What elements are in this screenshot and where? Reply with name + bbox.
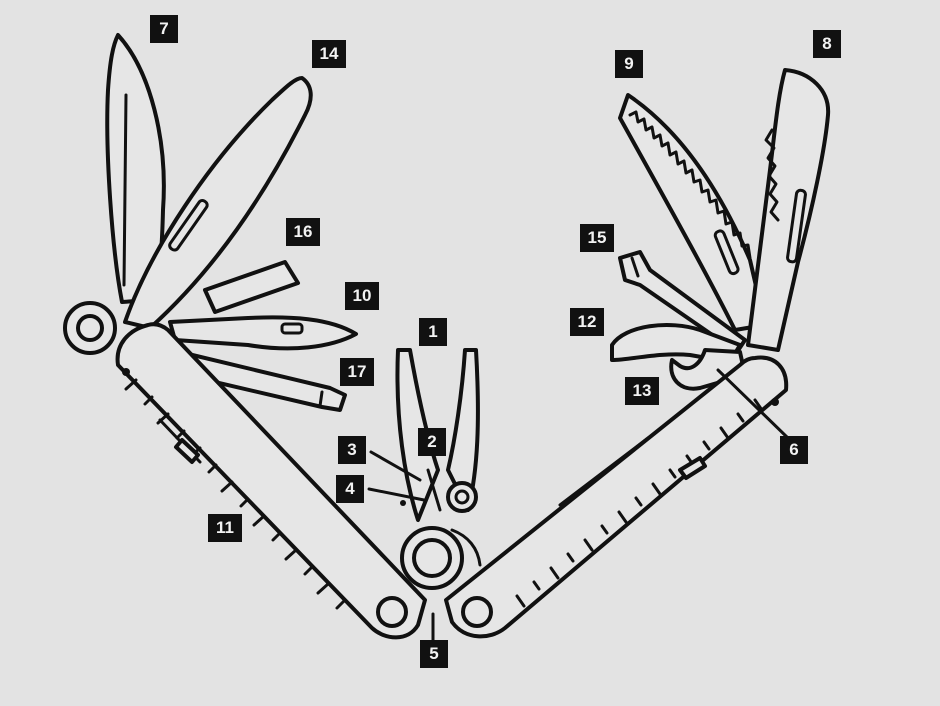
callout-16: 16 — [286, 218, 320, 246]
serrated-blade — [746, 68, 831, 352]
pointer-lines — [367, 368, 792, 642]
left-handle — [115, 322, 427, 640]
right-handle-ruler — [515, 398, 764, 608]
pivot-gear — [400, 526, 482, 590]
lanyard-ring — [63, 301, 117, 355]
pliers-jaws — [395, 348, 480, 522]
callout-1: 1 — [419, 318, 447, 346]
callout-10: 10 — [345, 282, 379, 310]
callout-7: 7 — [150, 15, 178, 43]
callout-14: 14 — [312, 40, 346, 68]
left-handle-ruler — [124, 378, 346, 610]
callout-15: 15 — [580, 224, 614, 252]
callout-6: 6 — [780, 436, 808, 464]
saw-blade — [618, 93, 767, 332]
file-tool — [203, 260, 300, 314]
scissors-tool — [168, 315, 358, 351]
callout-4: 4 — [336, 475, 364, 503]
second-blade — [123, 76, 313, 330]
callout-17: 17 — [340, 358, 374, 386]
callout-8: 8 — [813, 30, 841, 58]
callout-5: 5 — [420, 640, 448, 668]
callout-9: 9 — [615, 50, 643, 78]
callout-3: 3 — [338, 436, 366, 464]
right-handle — [444, 355, 789, 639]
callout-2: 2 — [418, 428, 446, 456]
callout-11: 11 — [208, 514, 242, 542]
callout-13: 13 — [625, 377, 659, 405]
callout-12: 12 — [570, 308, 604, 336]
